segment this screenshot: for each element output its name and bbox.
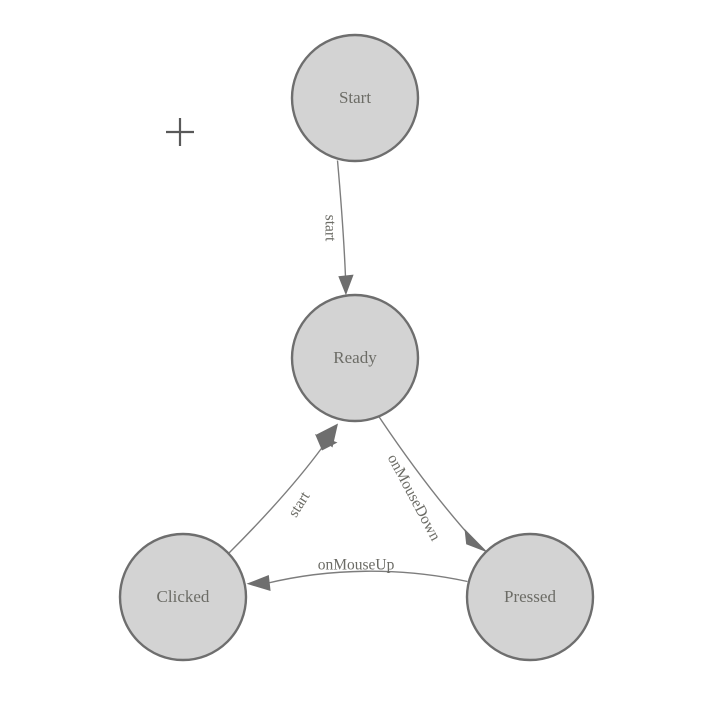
edge-start-to-ready[interactable]: start (321, 160, 354, 296)
node-circle (290, 33, 420, 163)
node-circle (465, 532, 595, 662)
state-node-start[interactable]: Start (290, 33, 420, 163)
node-label: Start (339, 88, 371, 107)
edge-ready-to-pressed[interactable]: onMouseDown (377, 415, 489, 553)
edge-line (336, 160, 347, 278)
state-node-clicked[interactable]: Clicked (118, 532, 248, 662)
edge-pressed-to-clicked[interactable]: onMouseUp (246, 557, 468, 591)
edge-label-pressed-to-clicked: onMouseUp (318, 557, 395, 574)
node-circle (290, 293, 420, 423)
node-label: Ready (333, 348, 377, 367)
arrowhead-icon (338, 274, 354, 296)
edge-label-start-to-ready: start (321, 215, 338, 242)
edge-line (228, 446, 324, 554)
node-label: Clicked (157, 587, 210, 606)
node-label: Pressed (504, 587, 556, 606)
state-node-ready[interactable]: Ready (290, 293, 420, 423)
edge-label-clicked-to-ready: start (285, 488, 314, 520)
arrowhead-icon (464, 528, 488, 553)
node-circle (118, 532, 248, 662)
state-node-pressed[interactable]: Pressed (465, 532, 595, 662)
edge-clicked-to-ready[interactable]: start (228, 423, 339, 554)
arrowhead-icon (246, 575, 271, 591)
plus-marker-icon (166, 118, 194, 146)
arrowhead-icon-fill (316, 423, 338, 448)
edge-line (265, 570, 468, 585)
